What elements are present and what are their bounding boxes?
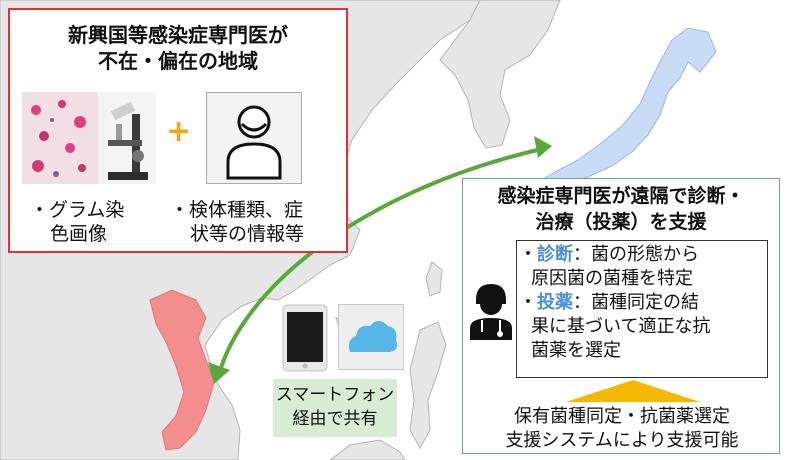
vietnam-country — [149, 289, 215, 451]
diagnosis-details-box: ・診断：菌の形態から 原因菌の菌種を特定 ・投薬：菌種同定の結 果に基づいて適正… — [516, 240, 768, 378]
caption-info-line2: 状等の情報等 — [190, 223, 305, 245]
patient-icon — [206, 92, 302, 184]
support-title-line2: 治療（投薬）を支援 — [535, 211, 707, 233]
doctor-icon — [470, 284, 512, 340]
support-up-arrow-icon — [566, 380, 700, 402]
korea-peninsula — [439, 0, 561, 149]
borneo-island — [329, 439, 406, 460]
remote-region-title-line2: 不在・偏在の地域 — [98, 49, 258, 73]
remote-region-title-line1: 新興国等感染症専門医が — [68, 23, 288, 47]
caption-gram-line2: 色画像 — [50, 223, 108, 245]
diagnosis-bullet: ・ — [519, 244, 537, 265]
treatment-line3: 菌薬を選定 — [531, 340, 621, 361]
diagnosis-line1: ・診断：菌の形態から — [519, 243, 699, 267]
treatment-bullet: ・ — [519, 292, 537, 313]
cloud-icon — [338, 304, 404, 370]
treatment-line1: ・投薬：菌種同定の結 — [519, 291, 699, 315]
plus-icon: + — [166, 114, 192, 149]
diagnosis-text-a: ：菌の形態から — [573, 244, 699, 265]
treatment-keyword: 投薬 — [537, 292, 573, 313]
remote-region-panel: 新興国等感染症専門医が 不在・偏在の地域 + — [8, 8, 348, 253]
philippines-island — [409, 321, 447, 450]
smartphone-share-label: スマートフォン 経由で共有 — [273, 379, 397, 437]
support-title-line1: 感染症専門医が遠隔で診断・ — [497, 185, 745, 207]
arrowhead-japan — [534, 136, 552, 158]
diagnosis-line2: 原因菌の菌種を特定 — [531, 268, 693, 289]
share-label-line1: スマートフォン — [275, 385, 395, 405]
treatment-text-a: ：菌種同定の結 — [573, 292, 699, 313]
share-label-line2: 経由で共有 — [292, 409, 378, 429]
system-line2: 支援システムにより支援可能 — [505, 430, 739, 451]
caption-info-line1: ・検体種類、症 — [170, 199, 304, 221]
arrowhead-vietnam — [208, 362, 230, 384]
treatment-line2: 果に基づいて適正な抗 — [531, 316, 711, 337]
diagnosis-keyword: 診断 — [537, 244, 573, 265]
gram-stain-image — [22, 92, 98, 184]
smartphone-icon — [282, 304, 328, 372]
taiwan-island — [425, 261, 443, 297]
system-line1: 保有菌種同定・抗菌薬選定 — [514, 406, 730, 427]
japan-islands — [537, 27, 717, 193]
caption-gram-line1: ・グラム染 — [30, 199, 125, 221]
microscope-image — [98, 92, 156, 184]
